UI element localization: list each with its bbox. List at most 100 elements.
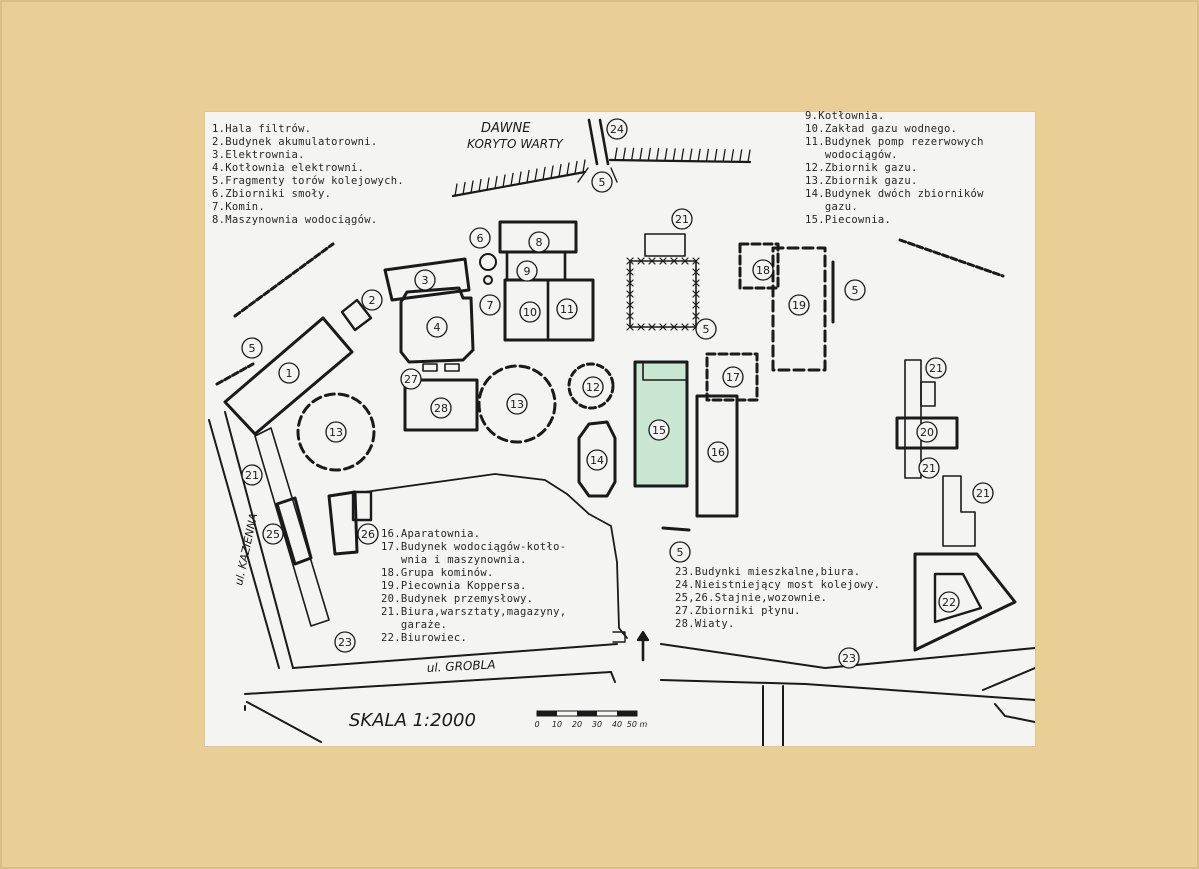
- svg-text:14: 14: [590, 454, 604, 467]
- number-marker-15: 15: [648, 419, 670, 441]
- building-17: [705, 352, 759, 402]
- rail-fragment-5c: [661, 526, 691, 532]
- scale-tick-label: 30: [592, 720, 602, 729]
- svg-text:21: 21: [675, 213, 689, 226]
- svg-text:21: 21: [922, 462, 936, 475]
- legend-item: 28.Wiaty.: [675, 618, 735, 630]
- svg-text:21: 21: [976, 487, 990, 500]
- svg-text:26: 26: [361, 528, 375, 541]
- legend-item: 1.Hala filtrów.: [212, 123, 312, 135]
- tank-6b: [483, 275, 493, 285]
- svg-text:9: 9: [524, 265, 531, 278]
- svg-text:15: 15: [652, 424, 666, 437]
- number-marker-17: 17: [722, 366, 744, 388]
- number-marker-23: 23: [334, 631, 356, 653]
- number-marker-26: 26: [357, 523, 379, 545]
- svg-text:23: 23: [842, 652, 856, 665]
- bridge-24: [577, 118, 618, 183]
- legend-item: 24.Nieistniejący most kolejowy.: [675, 579, 881, 591]
- building-21-top: [644, 233, 686, 257]
- legend-item: gazu.: [805, 201, 858, 213]
- rail-fragments: [215, 238, 1005, 386]
- number-marker-21: 21: [972, 482, 994, 504]
- legend-item: 21.Biura,warsztaty,magazyny,: [381, 606, 567, 618]
- svg-text:3: 3: [422, 274, 429, 287]
- number-marker-5: 5: [241, 337, 263, 359]
- svg-text:23: 23: [338, 636, 352, 649]
- legend-item: 16.Aparatownia.: [381, 528, 481, 540]
- number-marker-3: 3: [414, 269, 436, 291]
- number-marker-9: 9: [516, 260, 538, 282]
- tanks-27b: [444, 363, 460, 372]
- legend-item: 17.Budynek wodociągów-kotło-: [381, 541, 567, 553]
- svg-text:28: 28: [434, 402, 448, 415]
- svg-text:22: 22: [942, 596, 956, 609]
- legend-top-left: 1.Hala filtrów.2.Budynek akumulatorowni.…: [212, 123, 404, 227]
- legend-item: 5.Fragmenty torów kolejowych.: [212, 175, 405, 187]
- building-28: [403, 378, 479, 432]
- number-marker-6: 6: [469, 227, 491, 249]
- legend-item: 6.Zbiorniki smoły.: [212, 188, 332, 200]
- number-marker-11: 11: [556, 298, 578, 320]
- scale-title: SKALA 1:2000: [349, 710, 476, 731]
- number-marker-20: 20: [916, 421, 938, 443]
- number-marker-5: 5: [591, 171, 613, 193]
- svg-text:10: 10: [523, 306, 537, 319]
- legend-item: 8.Maszynownia wodociągów.: [212, 214, 378, 226]
- svg-text:17: 17: [726, 371, 740, 384]
- legend-item: 27.Zbiorniki płynu.: [675, 605, 801, 617]
- number-marker-21: 21: [671, 208, 693, 230]
- legend-item: 9.Kotłownia.: [805, 110, 885, 122]
- legend-item: 3.Elektrownia.: [212, 149, 305, 161]
- legend-item: 4.Kotłownia elektrowni.: [212, 162, 365, 174]
- building-1: [223, 316, 354, 436]
- legend-item: 22.Biurowiec.: [381, 632, 468, 644]
- river-bank-left: [451, 159, 587, 198]
- svg-text:20: 20: [920, 426, 934, 439]
- number-marker-13: 13: [506, 393, 528, 415]
- gas-holder-12: [567, 362, 615, 410]
- gas-holder-13b: [477, 364, 557, 444]
- map-sheet: 1.Hala filtrów.2.Budynek akumulatorowni.…: [205, 110, 1035, 746]
- svg-text:11: 11: [560, 303, 574, 316]
- building-3: [383, 257, 471, 302]
- building-21-right-c: [942, 475, 976, 547]
- number-marker-1: 1: [278, 362, 300, 384]
- number-marker-5: 5: [695, 318, 717, 340]
- scale-tick-label: 40: [612, 720, 622, 729]
- river-label-line1: DAWNE: [481, 121, 531, 136]
- tanks-27a: [422, 363, 438, 372]
- svg-text:6: 6: [477, 232, 484, 245]
- svg-text:25: 25: [266, 528, 280, 541]
- svg-text:2: 2: [369, 294, 376, 307]
- legend-item: 19.Piecownia Koppersa.: [381, 580, 527, 592]
- legend-bottom-middle: 16.Aparatownia.17.Budynek wodociągów-kot…: [381, 528, 566, 645]
- svg-text:4: 4: [434, 321, 441, 334]
- building-21-left: [254, 427, 330, 627]
- building-26: [327, 490, 359, 556]
- legend-item: 12.Zbiornik gazu.: [805, 162, 918, 174]
- tank-6a: [479, 253, 497, 271]
- building-19: [771, 246, 827, 372]
- building-20: [895, 416, 959, 450]
- number-marker-2: 2: [361, 289, 383, 311]
- svg-text:1: 1: [286, 367, 293, 380]
- svg-text:21: 21: [245, 469, 259, 482]
- building-16: [695, 394, 739, 518]
- river-bank-right: [608, 147, 752, 164]
- number-marker-18: 18: [752, 259, 774, 281]
- number-marker-14: 14: [586, 449, 608, 471]
- legend-item: 13.Zbiornik gazu.: [805, 175, 918, 187]
- legend-item: 10.Zakład gazu wodnego.: [805, 123, 958, 135]
- svg-text:7: 7: [487, 299, 494, 312]
- legend-item: 7.Komin.: [212, 201, 265, 213]
- number-marker-16: 16: [707, 441, 729, 463]
- number-marker-19: 19: [788, 294, 810, 316]
- building-2: [340, 298, 373, 332]
- legend-item: garaże.: [381, 619, 448, 631]
- svg-text:21: 21: [929, 362, 943, 375]
- number-marker-7: 7: [479, 294, 501, 316]
- legend-item: 15.Piecownia.: [805, 214, 892, 226]
- streets: [208, 411, 1035, 746]
